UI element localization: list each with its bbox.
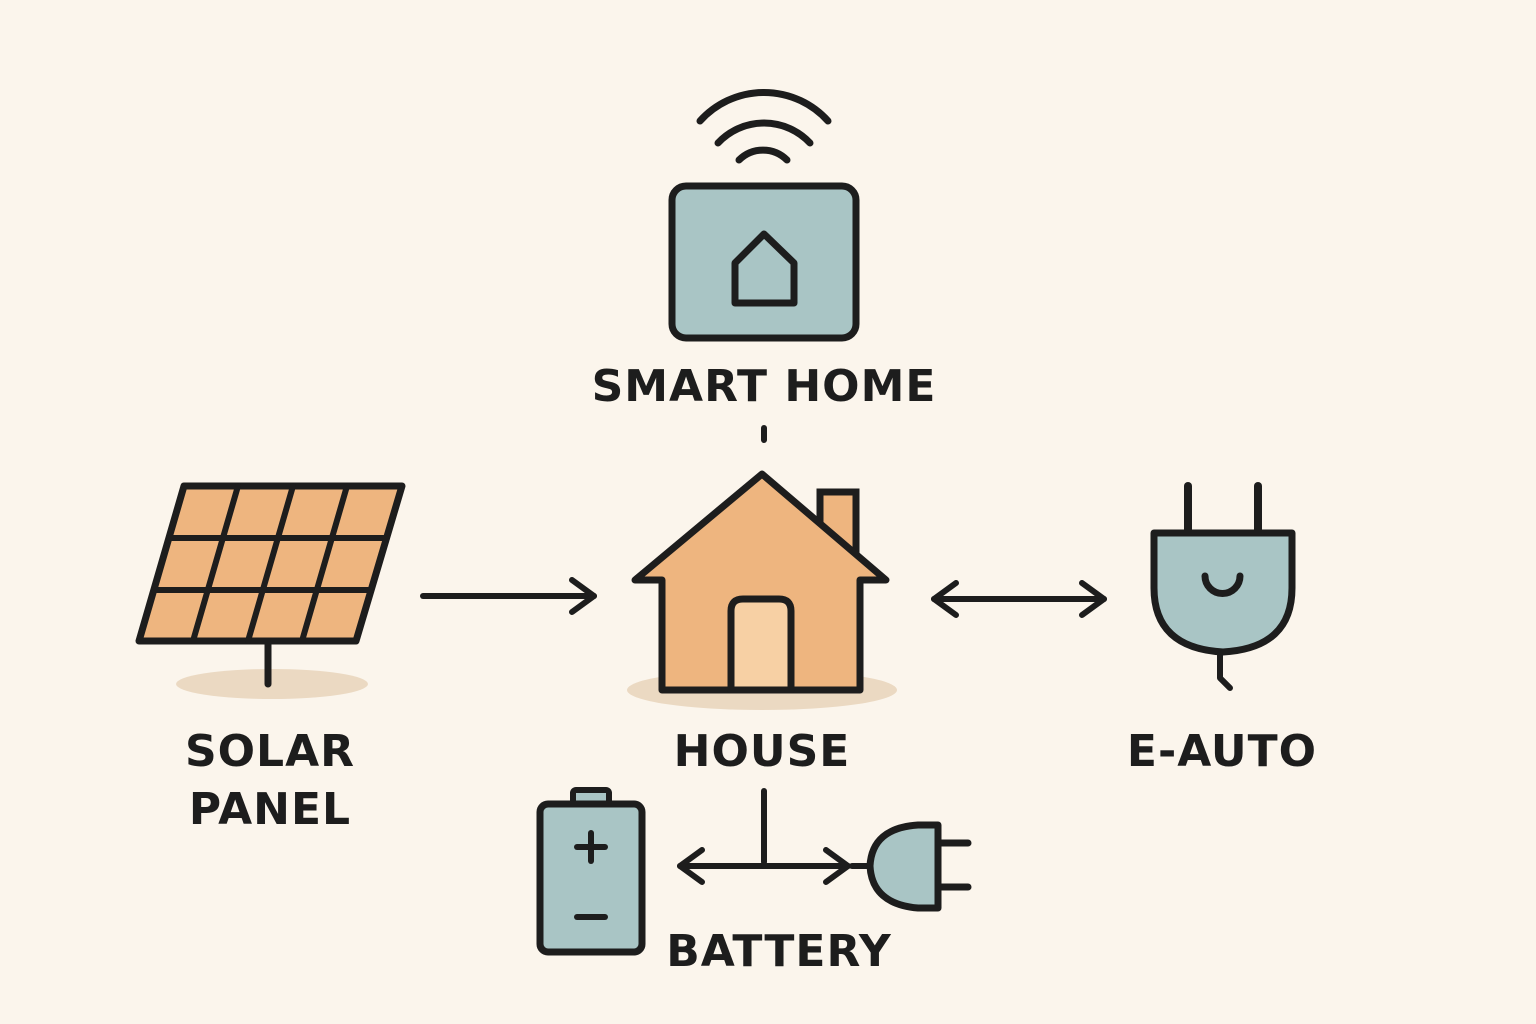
smart-home-label: SMART HOME — [592, 361, 937, 412]
plug-icon — [1150, 482, 1296, 691]
house-door — [727, 595, 795, 694]
smart-home-hub-icon — [668, 182, 860, 342]
grid-plug-icon — [866, 821, 972, 912]
battery-label: BATTERY — [666, 926, 892, 977]
solar-panel-icon — [135, 482, 406, 645]
solar-panel-label-line1: SOLAR — [185, 726, 355, 777]
house-label: HOUSE — [674, 726, 851, 777]
solar-panel-label-line2: PANEL — [189, 784, 351, 835]
house-icon — [631, 470, 890, 694]
wifi-icon — [696, 89, 832, 164]
battery-icon — [536, 787, 646, 956]
solar-panel-shadow — [176, 669, 368, 699]
eauto-label: E-AUTO — [1127, 726, 1317, 777]
